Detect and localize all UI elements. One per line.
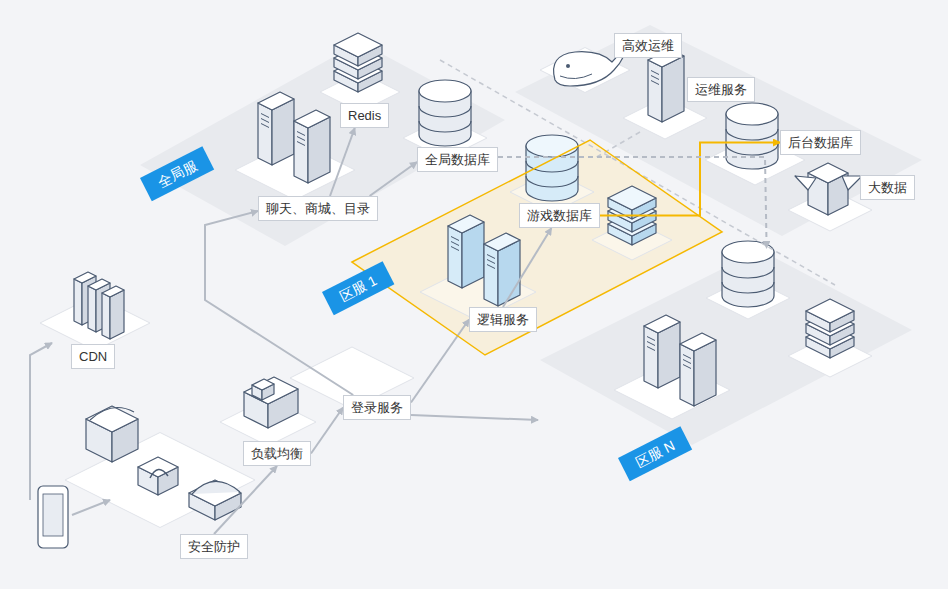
zone-outline: [538, 248, 914, 448]
connector: [411, 320, 469, 403]
label-box: 登录服务: [343, 395, 411, 420]
label-box: 高效运维: [614, 33, 682, 58]
label-text: 大数据: [868, 179, 907, 196]
label-text: 逻辑服务: [477, 311, 529, 328]
connector: [311, 408, 343, 454]
label-text: 聊天、商城、目录: [266, 200, 370, 217]
connector: [503, 228, 551, 307]
connector: [411, 415, 538, 420]
zone-tag: 全局服: [140, 146, 214, 201]
zone-tag: 区服 1: [322, 261, 394, 315]
zone-tag: 区服 N: [618, 426, 692, 481]
server-zone: 区服 N: [538, 248, 914, 448]
label-box: 安全防护: [180, 534, 248, 559]
label-text: 登录服务: [351, 399, 403, 416]
label-box: 游戏数据库: [519, 203, 600, 228]
label-text: 后台数据库: [788, 134, 853, 151]
label-box: 逻辑服务: [469, 307, 537, 332]
server-zone: 全局服 Redis 全局数据库聊天、商城、目录: [140, 40, 506, 248]
connector: [498, 157, 767, 248]
connector: [330, 128, 355, 196]
zone-outline: [350, 138, 724, 358]
label-box: 后台数据库: [780, 130, 861, 155]
label-text: 高效运维: [622, 37, 674, 54]
label-box: Redis: [340, 103, 389, 128]
label-box: 聊天、商城、目录: [258, 196, 378, 221]
label-text: 负载均衡: [251, 445, 303, 462]
connector: [370, 162, 417, 196]
label-text: Redis: [348, 107, 381, 124]
connector: [214, 466, 277, 534]
label-box: 全局数据库: [417, 147, 498, 172]
label-box: 大数据: [860, 175, 915, 200]
label-text: 游戏数据库: [527, 207, 592, 224]
label-box: CDN: [71, 344, 115, 369]
label-text: CDN: [79, 348, 107, 365]
connector: [600, 143, 780, 216]
server-zone: 区服 1游戏数据库逻辑服务: [350, 138, 724, 358]
label-text: 安全防护: [188, 538, 240, 555]
label-text: 运维服务: [695, 81, 747, 98]
label-text: 全局数据库: [425, 151, 490, 168]
label-box: 运维服务: [687, 77, 755, 102]
label-box: 负载均衡: [243, 441, 311, 466]
